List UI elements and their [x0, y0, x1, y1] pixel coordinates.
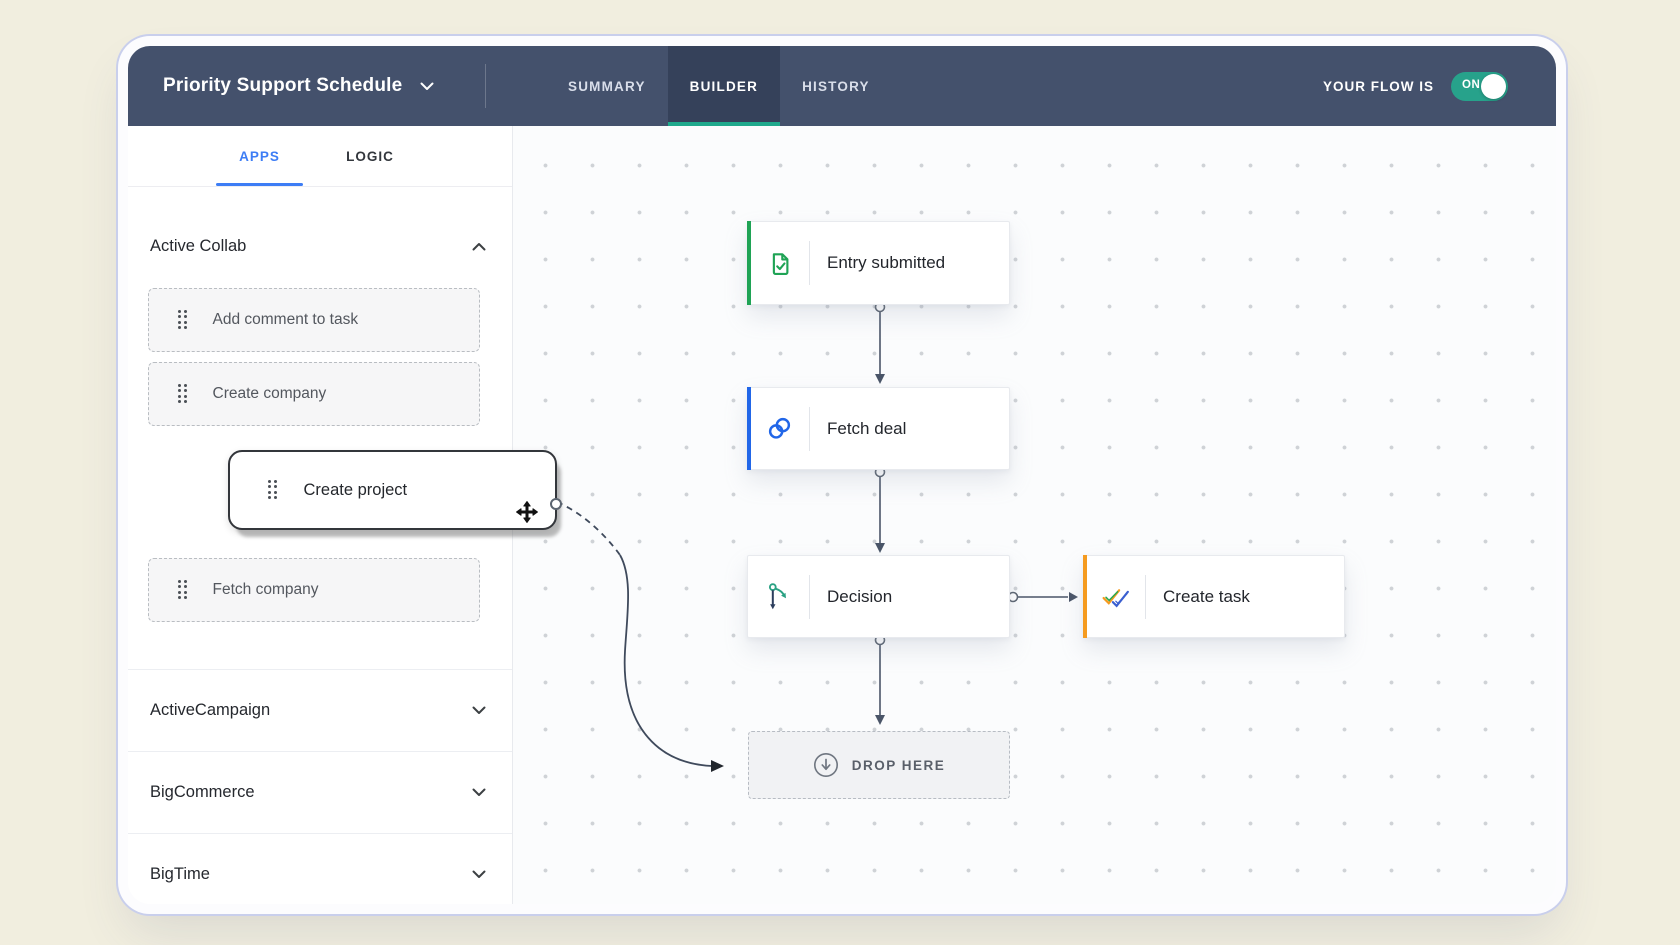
arrowhead	[875, 715, 885, 725]
app-section-header[interactable]: Active Collab	[128, 213, 512, 279]
chevron-up-icon[interactable]	[472, 242, 486, 251]
app-section-bigtime[interactable]: BigTime	[128, 833, 512, 904]
action-item-label: Add comment to task	[212, 311, 359, 328]
app-section-name: ActiveCampaign	[150, 701, 271, 719]
node-fetch-deal[interactable]: Fetch deal	[747, 387, 1010, 470]
page-title: Priority Support Schedule	[163, 75, 403, 96]
arrowhead	[1069, 592, 1078, 602]
flow-on-off-toggle[interactable]: ON	[1451, 71, 1508, 101]
header-divider	[485, 64, 486, 108]
drag-handle-icon[interactable]	[178, 309, 188, 331]
app-window: Priority Support Schedule SUMMARY BUILDE…	[128, 46, 1556, 904]
toggle-state-label: ON	[1462, 78, 1481, 91]
app-section-name: Active Collab	[150, 236, 247, 255]
nav-tab-summary[interactable]: SUMMARY	[568, 78, 646, 94]
app-section-activecampaign[interactable]: ActiveCampaign	[128, 669, 512, 751]
drag-handle-icon[interactable]	[268, 479, 278, 501]
node-create-task[interactable]: Create task	[1083, 555, 1345, 638]
form-check-icon	[762, 250, 796, 277]
sidebar-tabs: APPS LOGIC	[128, 126, 512, 187]
drag-connector-curve	[619, 554, 713, 767]
arrowhead	[875, 543, 885, 553]
dragged-card-label: Create project	[303, 480, 408, 499]
header-right-controls: YOUR FLOW IS ON	[1323, 46, 1508, 126]
connector-svg	[556, 301, 1078, 772]
drag-connector-dashed	[556, 501, 621, 556]
node-divider	[809, 574, 810, 619]
node-accent-bar	[747, 387, 751, 470]
flow-canvas[interactable]: Entry submitted Fetch deal	[513, 126, 1556, 904]
node-divider	[1145, 574, 1146, 619]
action-item[interactable]: Add comment to task	[148, 288, 480, 352]
chevron-down-icon[interactable]	[472, 706, 486, 715]
nav-tab-builder[interactable]: BUILDER	[667, 46, 781, 126]
app-section-name: BigTime	[150, 865, 210, 883]
node-label: Entry submitted	[827, 253, 946, 272]
drag-handle-icon[interactable]	[178, 383, 188, 405]
chevron-down-icon[interactable]	[472, 788, 486, 797]
action-item[interactable]: Create company	[148, 362, 480, 426]
node-decision[interactable]: Decision	[747, 555, 1010, 638]
node-label: Create task	[1163, 586, 1250, 606]
drop-zone-label: DROP HERE	[851, 757, 946, 773]
node-port[interactable]	[550, 498, 562, 510]
node-accent-bar	[1083, 555, 1087, 638]
node-label: Decision	[827, 586, 893, 606]
action-item-label: Create company	[212, 385, 327, 402]
sidebar-tab-logic[interactable]: LOGIC	[346, 148, 394, 164]
chevron-down-icon	[420, 82, 434, 90]
node-entry-submitted[interactable]: Entry submitted	[747, 221, 1010, 305]
flow-title-dropdown[interactable]: Priority Support Schedule	[163, 46, 434, 126]
move-cursor-icon	[514, 499, 540, 525]
node-divider	[809, 241, 810, 285]
crm-rings-icon	[762, 414, 796, 443]
action-item[interactable]: Fetch company	[148, 558, 480, 622]
action-item-list: Add comment to task Create company Fetch…	[128, 279, 512, 622]
header-nav-tabs: SUMMARY BUILDER HISTORY	[546, 46, 892, 126]
branch-icon	[762, 582, 796, 611]
node-label: Fetch deal	[827, 418, 907, 438]
dragged-card-create-project[interactable]: Create project	[228, 450, 562, 530]
app-section-active-collab: Active Collab Add comment to task Create	[128, 213, 512, 669]
nav-tab-history[interactable]: HISTORY	[802, 78, 870, 94]
drop-zone[interactable]: DROP HERE	[748, 731, 1010, 799]
arrowhead	[875, 374, 885, 384]
toggle-knob[interactable]	[1481, 73, 1506, 99]
node-divider	[809, 406, 810, 451]
app-section-name: BigCommerce	[150, 783, 255, 801]
flow-status-label: YOUR FLOW IS	[1323, 78, 1434, 94]
node-accent-bar	[747, 221, 751, 305]
arrowhead	[711, 760, 724, 772]
chevron-down-icon[interactable]	[472, 870, 486, 879]
sidebar-tab-apps[interactable]: APPS	[216, 126, 303, 186]
drop-here-icon	[813, 753, 838, 777]
drag-handle-icon[interactable]	[178, 579, 188, 601]
double-check-icon	[1098, 583, 1132, 610]
app-header: Priority Support Schedule SUMMARY BUILDE…	[128, 46, 1556, 126]
app-section-bigcommerce[interactable]: BigCommerce	[128, 751, 512, 833]
action-item-label: Fetch company	[212, 581, 319, 598]
